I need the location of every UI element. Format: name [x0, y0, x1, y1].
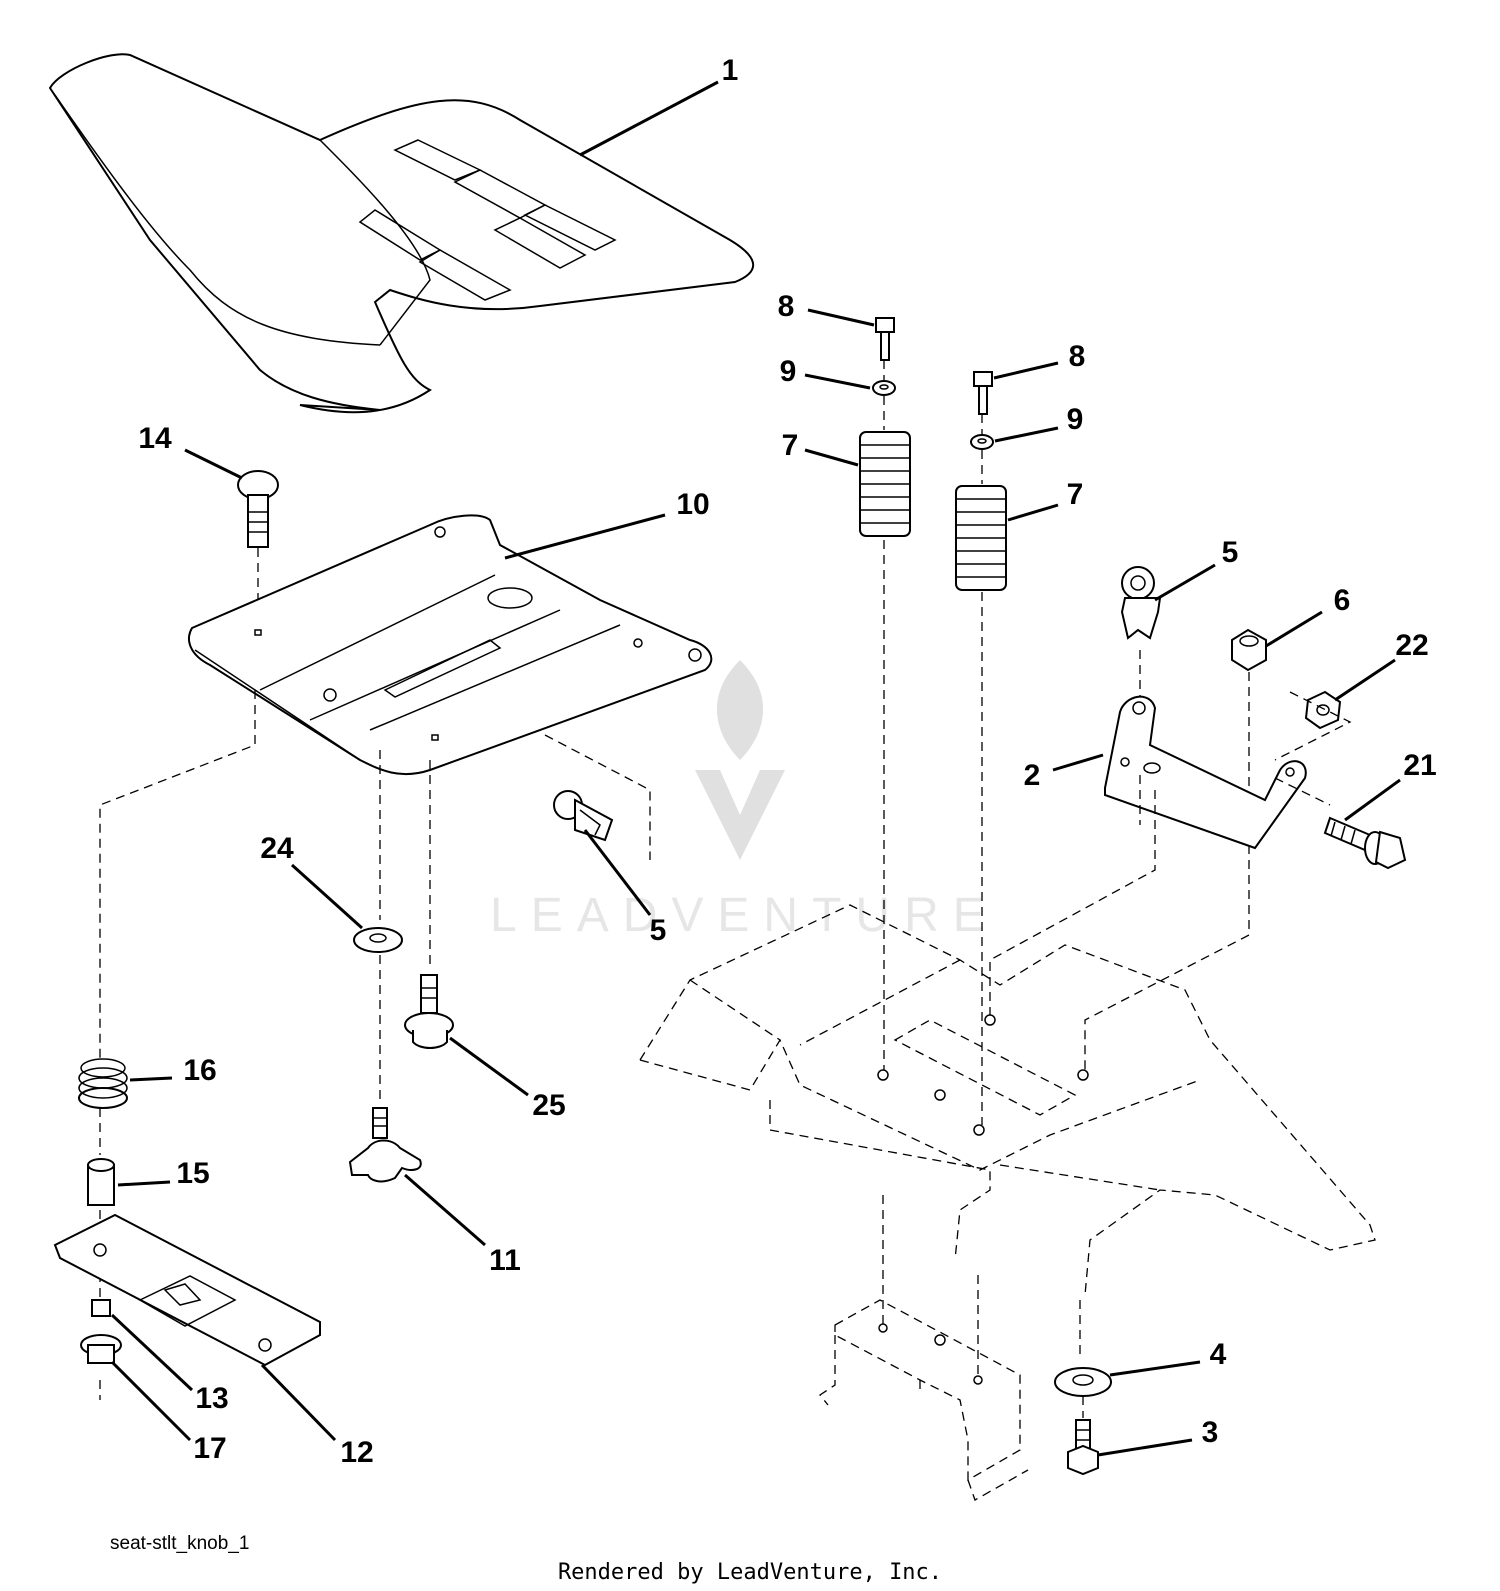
- callout-5-left: 5: [650, 914, 667, 947]
- frame-support-outline: [819, 1299, 1029, 1501]
- leader-3: [1097, 1438, 1193, 1457]
- callout-3: 3: [1202, 1416, 1219, 1449]
- leader-6: [1265, 610, 1323, 648]
- leader-2: [1052, 753, 1104, 772]
- seat-part: [48, 53, 755, 414]
- spring-stack-left: [859, 317, 911, 537]
- callout-11: 11: [489, 1244, 521, 1277]
- fender-outline: [639, 904, 1376, 1296]
- leader-14: [184, 448, 243, 480]
- leader-22: [1334, 658, 1396, 702]
- slide-plate-part: [53, 1213, 321, 1367]
- leader-25: [449, 1036, 529, 1097]
- callout-12: 12: [340, 1436, 373, 1469]
- leader-5-right: [1154, 563, 1216, 602]
- shoulder-bolt-right-part: [1323, 816, 1407, 870]
- leader-7-right: [1007, 503, 1059, 522]
- leader-12: [260, 1363, 337, 1442]
- callout-14: 14: [138, 422, 172, 455]
- callout-25: 25: [532, 1089, 565, 1122]
- leader-15: [117, 1180, 171, 1187]
- callout-7-right: 7: [1067, 478, 1084, 511]
- callout-17: 17: [193, 1432, 226, 1465]
- leader-11: [404, 1173, 486, 1247]
- leader-21: [1344, 778, 1401, 822]
- watermark-logo: [695, 660, 785, 860]
- callout-9-right: 9: [1067, 403, 1084, 436]
- callout-15: 15: [176, 1157, 209, 1190]
- knob-part: [348, 1107, 422, 1183]
- leader-16: [129, 1076, 173, 1082]
- leader-9-right: [994, 426, 1059, 443]
- clip-part-left: [553, 790, 614, 842]
- leader-1: [579, 80, 719, 157]
- callout-24: 24: [260, 832, 294, 865]
- callout-22: 22: [1395, 629, 1428, 662]
- leader-8-left: [807, 308, 875, 327]
- washer-part: [1054, 1367, 1112, 1397]
- spring-stack-right: [955, 371, 1007, 591]
- watermark-text: LEADVENTURE: [490, 889, 999, 942]
- callout-2: 2: [1024, 759, 1041, 792]
- leader-13: [110, 1313, 194, 1392]
- leader-4: [1109, 1360, 1201, 1377]
- callout-5-right: 5: [1222, 536, 1239, 569]
- leader-8-right: [993, 361, 1059, 380]
- callout-16: 16: [183, 1054, 216, 1087]
- callout-4: 4: [1210, 1338, 1227, 1371]
- bracket-part: [1104, 695, 1307, 850]
- hex-nut-part: [1231, 628, 1267, 672]
- spacer-part: [87, 1158, 115, 1206]
- carriage-bolt-part: [237, 470, 279, 548]
- callout-7-left: 7: [782, 429, 799, 462]
- drawing-id: seat-stlt_knob_1: [110, 1533, 250, 1554]
- callout-10: 10: [676, 488, 709, 521]
- callout-21: 21: [1403, 749, 1436, 782]
- shoulder-bolt-part: [404, 974, 454, 1049]
- leader-17: [110, 1360, 192, 1442]
- leader-24: [290, 863, 364, 930]
- callout-6: 6: [1334, 584, 1351, 617]
- clip-part-right: [1120, 566, 1162, 640]
- spring-small-part: [78, 1058, 128, 1109]
- flange-nut-part: [80, 1334, 122, 1364]
- leader-10: [504, 513, 666, 560]
- hex-bolt-part: [1067, 1419, 1099, 1476]
- nut-small-part: [91, 1299, 111, 1317]
- leader-5-left: [583, 829, 652, 916]
- leader-7-left: [804, 448, 859, 467]
- callout-13: 13: [195, 1382, 228, 1415]
- callout-8-left: 8: [778, 290, 795, 323]
- callout-1: 1: [722, 54, 739, 87]
- render-credit: Rendered by LeadVenture, Inc.: [557, 1560, 943, 1585]
- callout-8-right: 8: [1069, 340, 1086, 373]
- seat-pan-part: [188, 514, 713, 776]
- leader-9-left: [804, 373, 871, 390]
- lock-nut-part: [1304, 690, 1342, 730]
- flat-washer-part: [353, 927, 403, 953]
- callout-9-left: 9: [780, 355, 797, 388]
